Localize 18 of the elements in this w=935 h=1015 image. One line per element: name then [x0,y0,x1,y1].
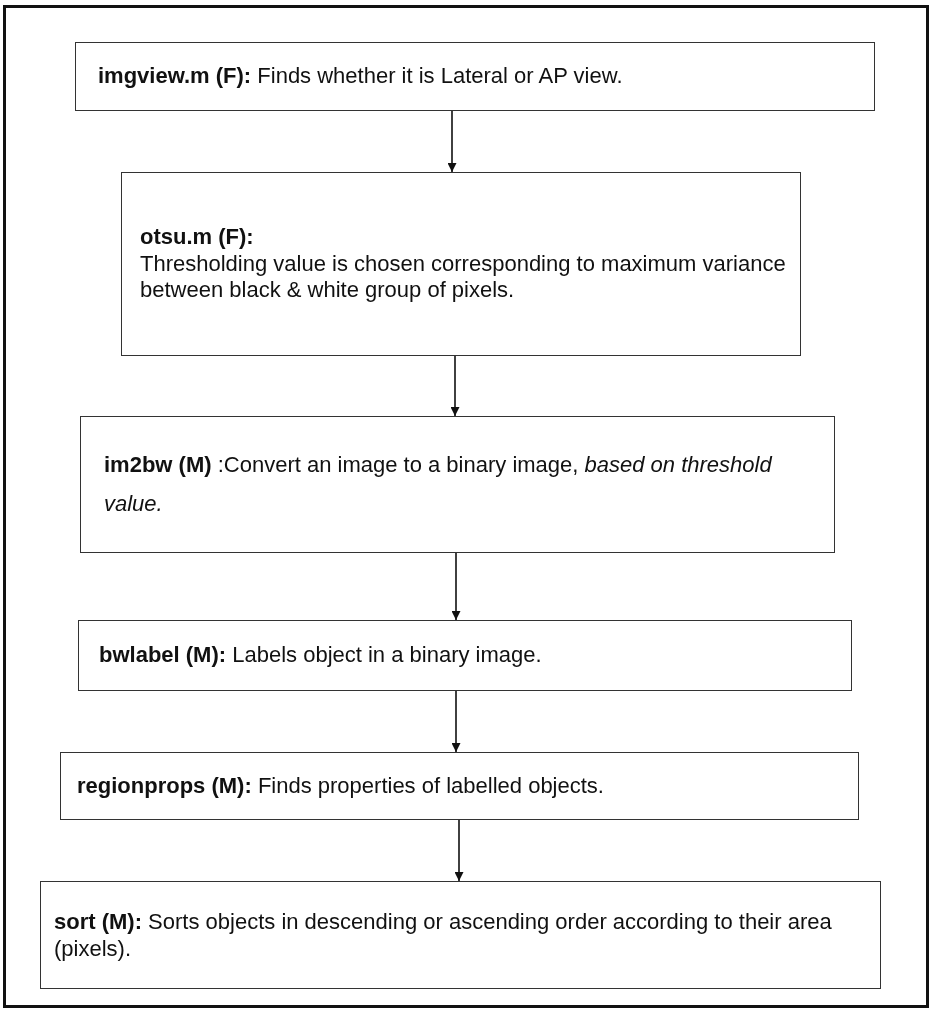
arrow [451,690,461,753]
arrow [454,819,464,882]
process-box [40,881,881,989]
step-text: regionprops (M): Finds properties of labelled objects. [77,772,605,800]
step-text: sort (M): Sorts objects in descending or ascending order according to their area (pixels). [54,907,833,963]
step-text: im2bw (M) :Convert an image to a binary image, based on threshold value. [104,451,774,518]
arrow [447,110,457,173]
process-box [60,752,859,820]
step-text: Thresholding value is chosen corresponding to maximum variance between black & white group of pixels. [140,250,786,305]
arrow [451,552,461,621]
process-box [121,172,801,356]
arrow [450,355,460,417]
step-text: bwlabel (M): Labels object in a binary image. [99,642,543,669]
process-box [78,620,852,691]
process-box [75,42,875,111]
process-box [80,416,835,553]
step-heading: otsu.m (F): [140,223,255,251]
step-text: imgview.m (F): Finds whether it is Lateral or AP view. [98,63,624,90]
